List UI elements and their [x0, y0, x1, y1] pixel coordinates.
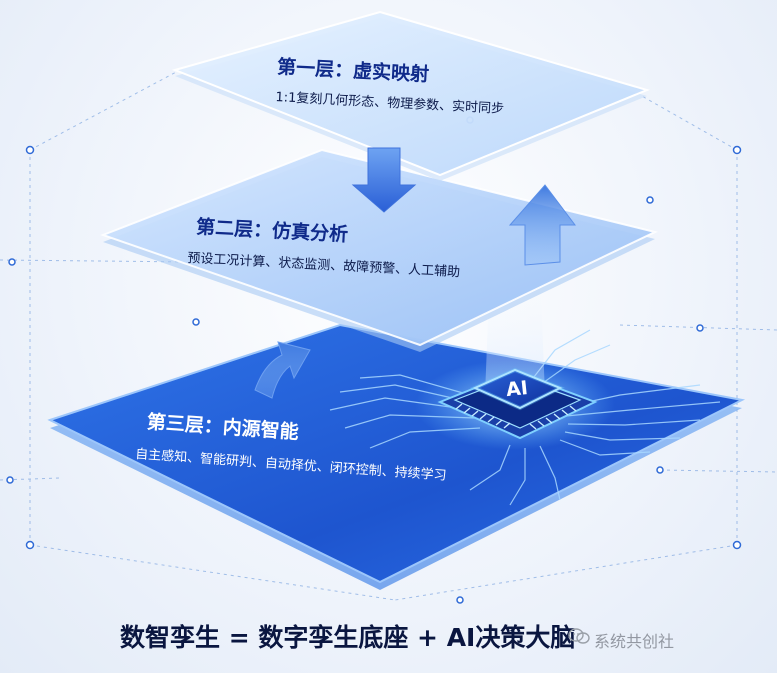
arrow-up-icon: [254, 341, 311, 399]
ai-chip-icon: AI: [415, 360, 615, 450]
layer1-plate: [171, 10, 651, 181]
layer2-plate: [100, 148, 658, 352]
grid-nodes: [6, 116, 742, 604]
arrow-up-icon-right: [508, 184, 576, 266]
wechat-icon: [568, 628, 590, 644]
chip-label: AI: [505, 377, 529, 401]
arrow-down-icon: [351, 147, 417, 213]
bottom-caption: 数智孪生 = 数字孪生底座 + AI决策大脑: [120, 623, 576, 652]
watermark: 系统共创社: [594, 632, 675, 651]
